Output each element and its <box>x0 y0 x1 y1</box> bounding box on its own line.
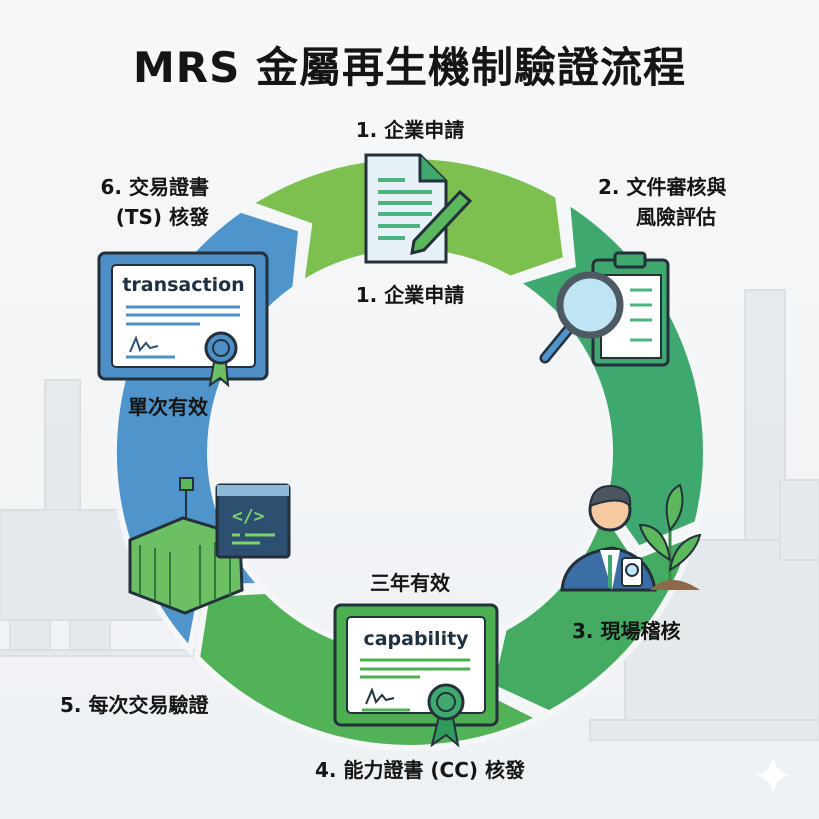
page-title: MRS 金屬再生機制驗證流程 <box>132 43 686 92</box>
step-6-label-line2: (TS) 核發 <box>115 205 209 229</box>
capability-certificate-word: capability <box>363 628 469 650</box>
step-2-label-line2: 風險評估 <box>636 205 716 229</box>
step-6-label-line1: 6. 交易證書 <box>100 175 209 199</box>
transaction-certificate-word: transaction <box>122 274 245 296</box>
cycle-segment-4 <box>193 587 547 751</box>
transaction-validity-label: 單次有效 <box>128 395 208 419</box>
step-4-label: 4. 能力證書 (CC) 核發 <box>314 758 526 782</box>
step-2-label: 2. 文件審核與 風險評估 <box>598 172 726 232</box>
step-5-label: 5. 每次交易驗證 <box>60 693 209 717</box>
step-1-label: 1. 企業申請 <box>355 118 465 142</box>
capability-validity-label: 三年有效 <box>370 571 450 595</box>
step-6-label: 6. 交易證書 (TS) 核發 <box>64 172 209 232</box>
step-2-label-line1: 2. 文件審核與 <box>598 175 727 199</box>
step-3-label: 3. 現場稽核 <box>572 619 681 643</box>
step-1-center-label: 1. 企業申請 <box>355 283 465 307</box>
